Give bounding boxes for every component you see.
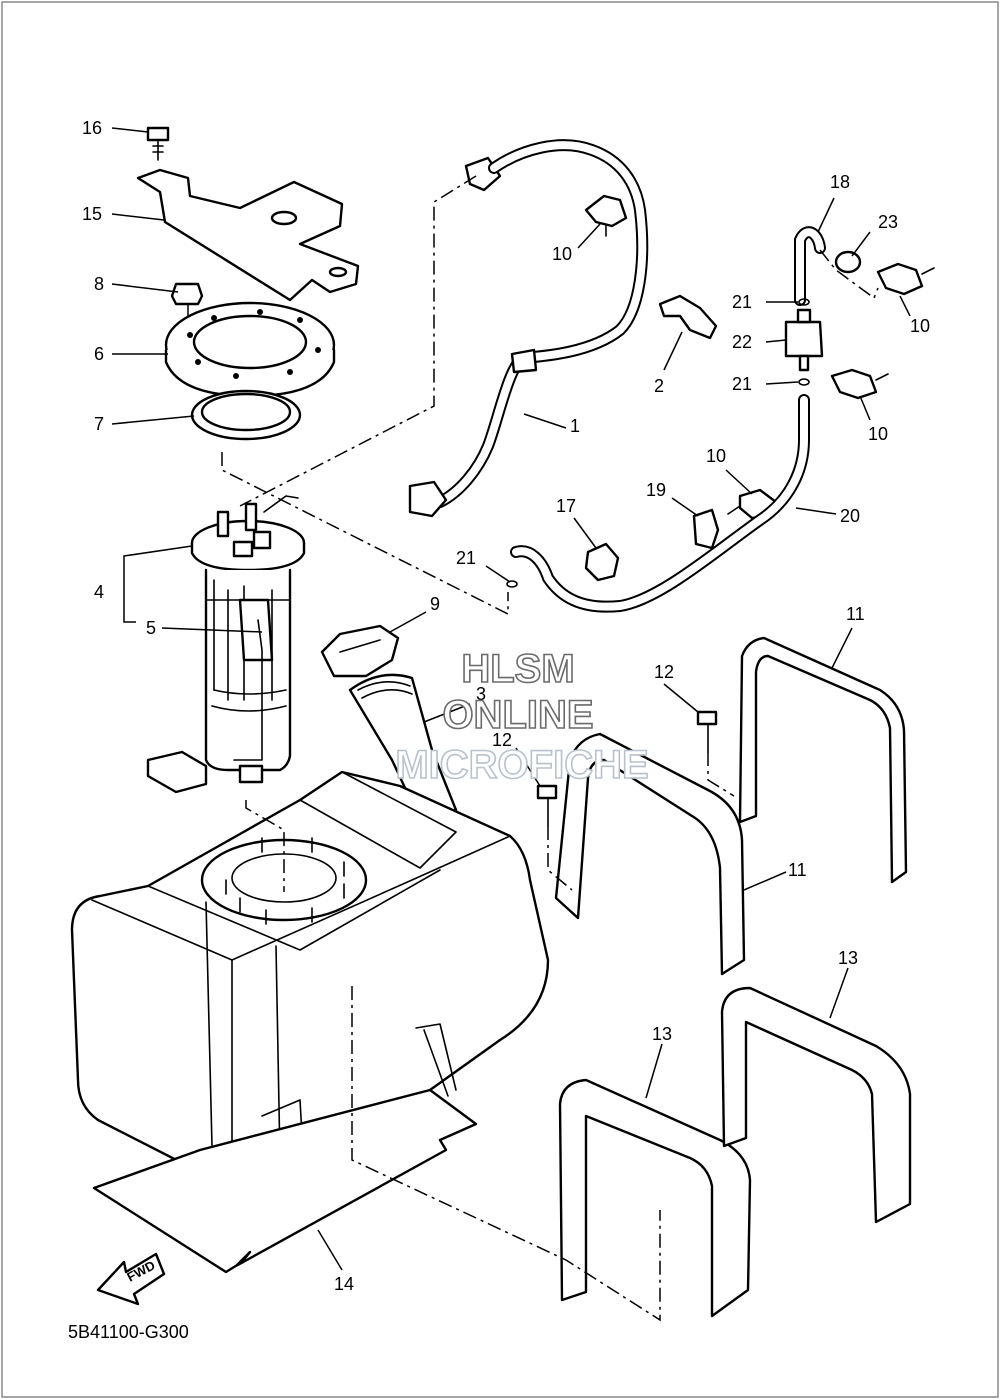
clip-part-19 [692,508,720,550]
callout-23: 23 [878,212,898,232]
watermark-line-1: HLSM [461,647,574,691]
clamp-part-right-top [876,262,935,296]
callout-20: 20 [840,506,860,526]
watermark-line-2: ONLINE [442,693,593,737]
bracket-part [136,168,360,302]
callout-5: 5 [146,618,156,638]
callout-12-lower: 12 [492,730,512,750]
hose-clips [506,298,810,588]
callout-22: 22 [732,332,752,352]
callout-10-right-top: 10 [910,316,930,336]
tank-pad-part-front [558,1078,752,1318]
tank-strap-part-right [738,636,908,884]
tank-strap-part-left [554,732,746,976]
callout-13-right: 13 [838,948,858,968]
leader-lines [111,127,911,1271]
callout-8: 8 [94,274,104,294]
callout-10-right-mid: 10 [868,424,888,444]
gasket-part [190,389,302,441]
filler-cap-part [320,624,400,678]
strap-bolt-part-upper [696,710,718,753]
breather-hose-part [510,226,826,613]
tank-protector-part [92,1088,478,1274]
callout-3: 3 [476,684,486,704]
callout-17: 17 [556,496,576,516]
fuel-tank-part [70,770,550,1183]
retaining-ring-part [164,301,336,398]
callout-labels: 16 15 8 6 7 4 5 9 3 1 10 2 18 23 10 21 2… [82,118,930,1294]
clip-part [658,294,718,340]
callout-15: 15 [82,204,102,224]
fuel-hose-part [408,139,649,518]
callout-21-lower: 21 [456,548,476,568]
clamp-part-upper [584,194,628,237]
callout-1: 1 [570,416,580,436]
diagram-code: 5B41100-G300 [68,1322,189,1342]
clip-part-17 [584,542,620,582]
callout-18: 18 [830,172,850,192]
watermark-line-3: MICROFICHE [395,743,648,787]
bolt-part [146,126,170,161]
callout-11-upper: 11 [846,604,865,624]
callout-21-mid: 21 [732,374,752,394]
callout-11-lower: 11 [788,860,807,880]
callout-6: 6 [94,344,104,364]
strap-bolt-part-lower [536,784,558,827]
callout-13-left: 13 [652,1024,672,1044]
fwd-arrow-icon: FWD [96,1252,166,1306]
callout-10-lower: 10 [706,446,726,466]
breather-filter-part [784,308,824,372]
callout-21-top: 21 [732,292,752,312]
callout-19: 19 [646,480,666,500]
tank-pad-part-rear [720,986,912,1224]
callout-14: 14 [334,1274,354,1294]
watermark: HLSM ONLINE MICROFICHE [395,646,650,788]
clamp-part-right-mid [830,368,889,400]
callout-12-upper: 12 [654,662,674,682]
callout-10-top: 10 [552,244,572,264]
callout-16: 16 [82,118,102,138]
assembly-guide-lines [221,175,879,1322]
callout-2: 2 [654,376,664,396]
fuel-pump-part [146,495,306,794]
breather-cap-part [834,250,862,274]
callout-4: 4 [94,582,104,602]
callout-9: 9 [430,594,440,614]
callout-7: 7 [94,414,104,434]
